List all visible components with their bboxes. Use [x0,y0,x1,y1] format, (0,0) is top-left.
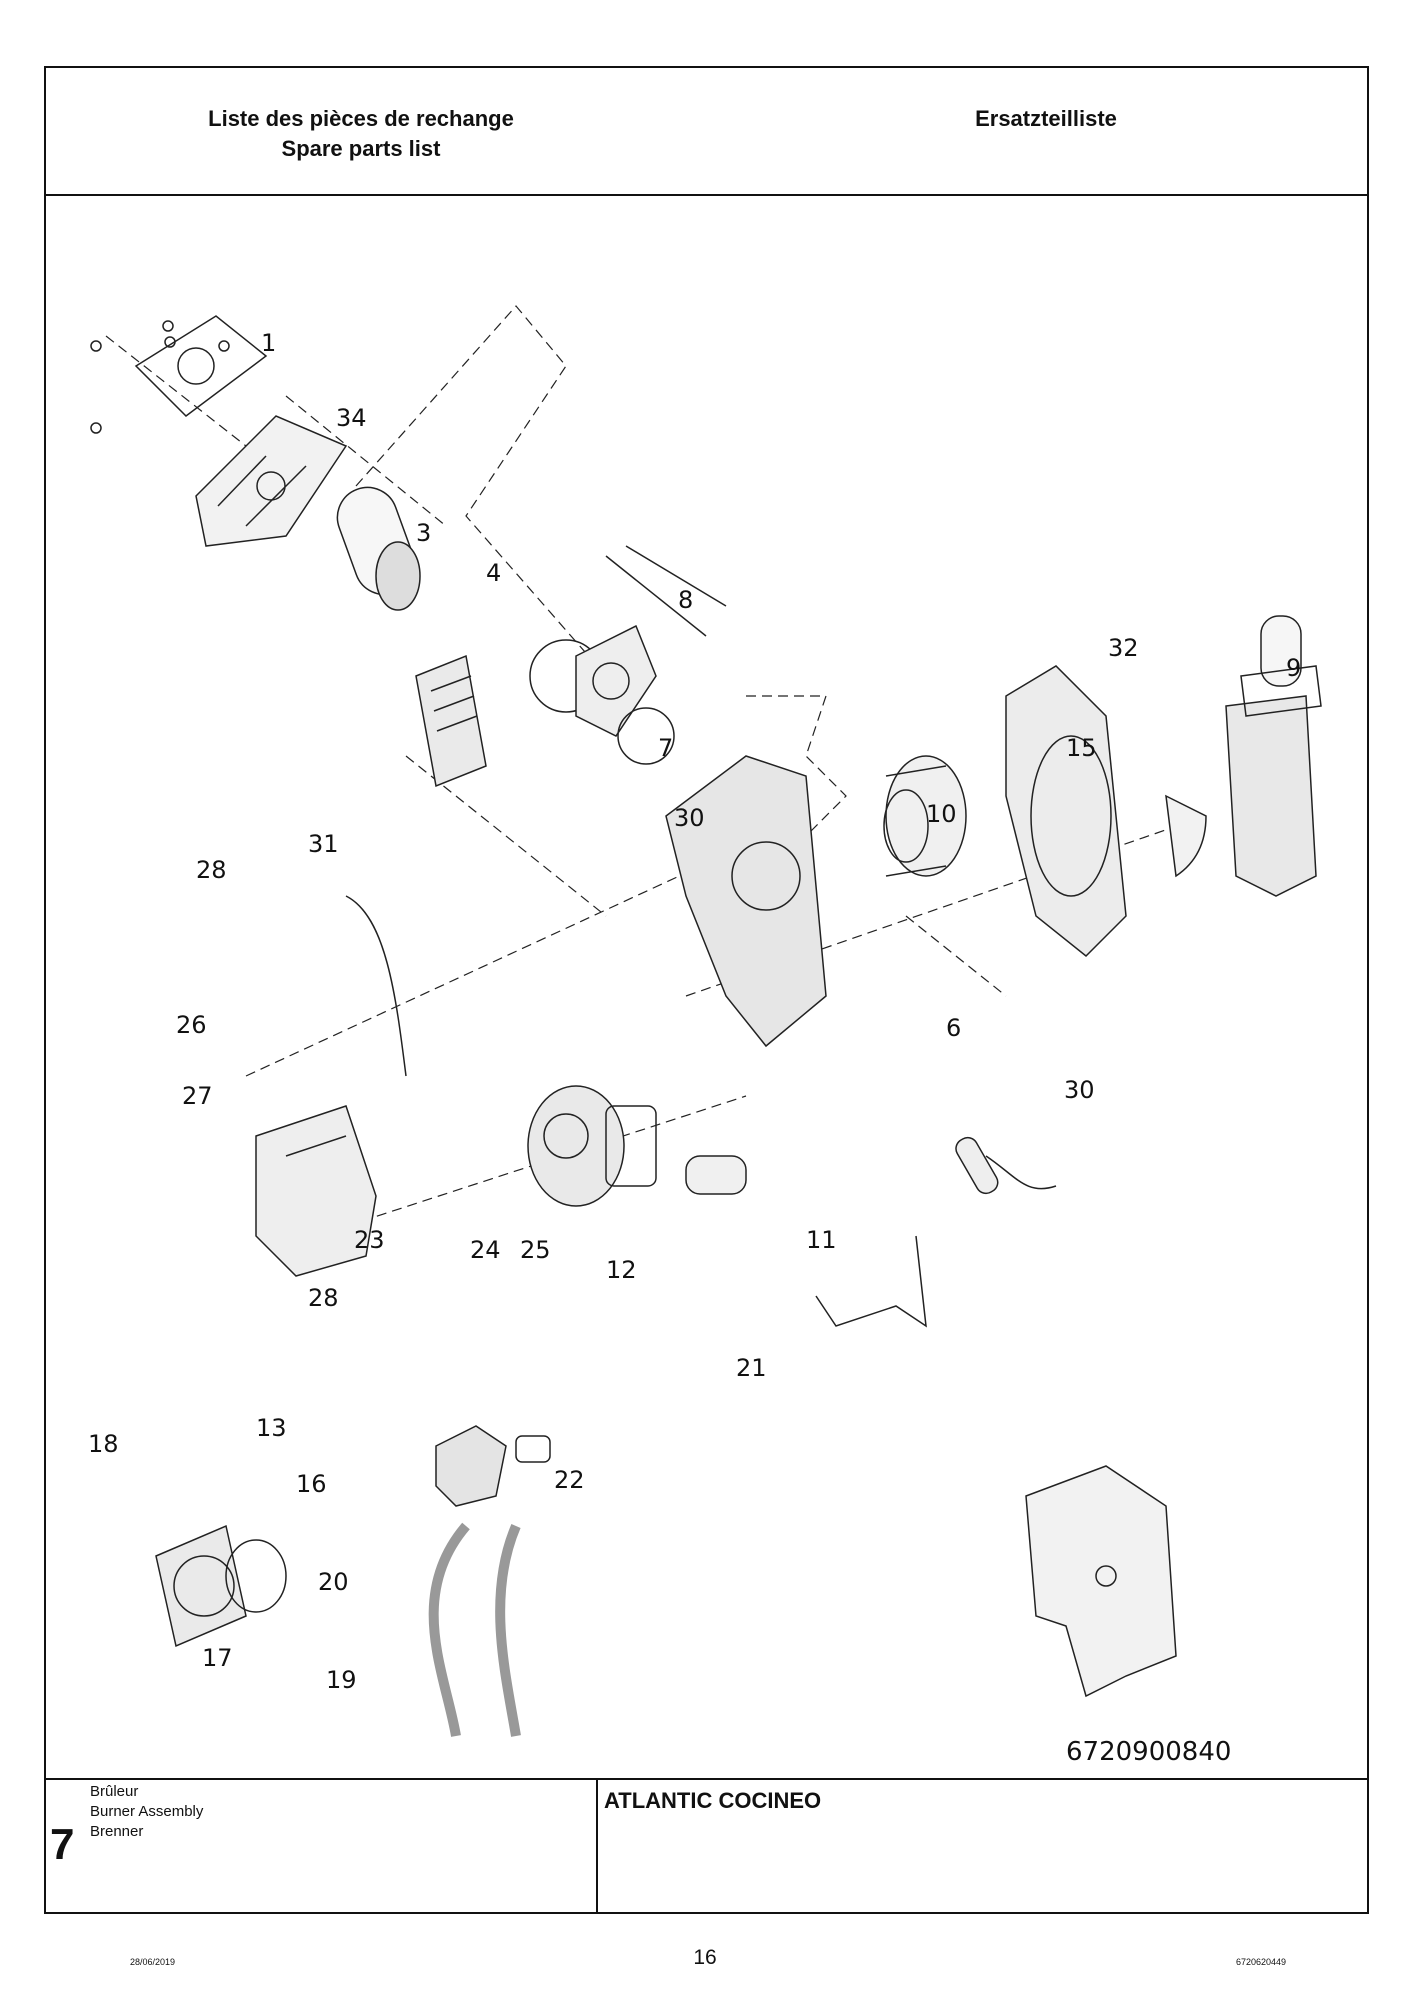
part-fan-housing [1005,665,1127,958]
part-motor [527,1085,657,1207]
document-number: 6720900840 [1066,1737,1231,1767]
title-fr: Liste des pièces de rechange [208,106,514,131]
callout-15: 15 [1066,734,1097,762]
burner-exploded-drawing: 1 34 3 4 8 32 9 7 30 15 10 28 31 26 6 27… [88,305,1322,1767]
footer-divider [596,1780,598,1912]
section-title: Brûleur Burner Assembly Brenner [90,1782,203,1842]
callout-10: 10 [926,800,957,828]
part-burner-flange [155,1524,287,1648]
callout-22: 22 [554,1466,585,1494]
part-run-capacitor [685,1155,747,1195]
section-en: Burner Assembly [90,1803,204,1820]
part-nozzle-line [815,1235,927,1328]
callout-12: 12 [606,1256,637,1284]
part-burner-cover [1025,1465,1177,1698]
callout-23: 23 [354,1226,385,1254]
callout-21: 21 [736,1354,767,1382]
document-reference: 6720620449 [1236,1957,1287,1967]
section-de: Brenner [90,1823,144,1840]
header: Liste des pièces de rechange Spare parts… [46,68,1367,196]
callout-4: 4 [486,559,501,587]
callout-20: 20 [318,1568,349,1596]
part-electrodes [955,1136,1057,1195]
part-callouts: 1 34 3 4 8 32 9 7 30 15 10 28 31 26 6 27… [88,329,1301,1694]
callout-32: 32 [1108,634,1139,662]
header-left: Liste des pièces de rechange Spare parts… [46,104,676,164]
part-bracket [415,654,487,788]
callout-11: 11 [806,1226,837,1254]
callout-8: 8 [678,586,693,614]
callout-27: 27 [182,1082,213,1110]
page-number: 16 [693,1946,717,1969]
callout-9: 9 [1286,654,1301,682]
part-oil-hoses [428,1522,521,1737]
part-housing [665,755,827,1048]
section-fr: Brûleur [90,1783,139,1800]
callout-6: 6 [946,1014,961,1042]
callout-18: 18 [88,1430,119,1458]
callout-24: 24 [470,1236,501,1264]
section-number: 7 [50,1820,75,1869]
footer: 7 Brûleur Burner Assembly Brenner ATLANT… [46,1778,1367,1912]
exploded-view-diagram: 1 34 3 4 8 32 9 7 30 15 10 28 31 26 6 27… [46,196,1367,1778]
callout-26: 26 [176,1011,207,1039]
callout-28-top: 28 [196,856,227,884]
part-pump-cover [529,624,675,765]
part-air-damper [1165,794,1207,878]
title-de: Ersatzteilliste [975,106,1117,131]
part-oil-pump [435,1425,551,1507]
print-date: 28/06/2019 [130,1957,176,1967]
part-fan-wheel [883,755,967,877]
callout-3: 3 [416,519,431,547]
part-flange [195,415,348,547]
callout-30-top: 30 [674,804,705,832]
part-ignition-cables [605,545,727,637]
callout-28-bottom: 28 [308,1284,339,1312]
callout-13: 13 [256,1414,287,1442]
model-name: ATLANTIC COCINEO [604,1788,822,1813]
callout-25: 25 [520,1236,551,1264]
callout-31: 31 [308,830,339,858]
part-air-inlet-box [1225,615,1322,897]
title-en: Spare parts list [281,136,441,161]
callout-16: 16 [296,1470,327,1498]
callout-1: 1 [261,329,276,357]
part-control-box [255,1105,377,1277]
part-gasket-plate [90,315,268,434]
part-cable-top [345,895,407,1077]
callout-17: 17 [202,1644,233,1672]
callout-34: 34 [336,404,367,432]
part-capacitor [336,486,421,611]
callout-19: 19 [326,1666,357,1694]
page-frame: Liste des pièces de rechange Spare parts… [44,66,1369,1914]
callout-7: 7 [658,734,673,762]
callout-30-bottom: 30 [1064,1076,1095,1104]
